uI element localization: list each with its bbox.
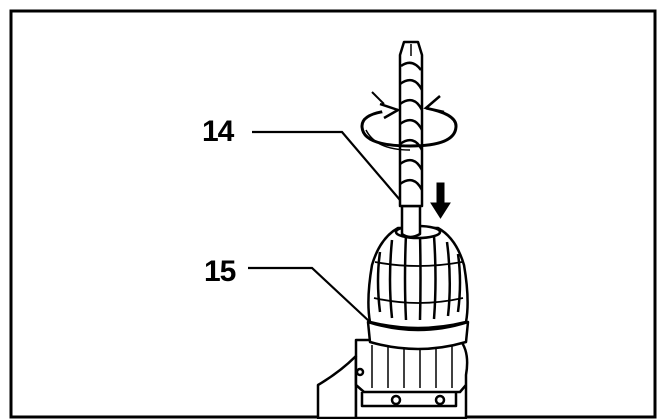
drill-body xyxy=(316,338,469,419)
rotation-arrows-icon xyxy=(360,91,458,151)
drill-bit xyxy=(398,40,424,239)
down-arrow-icon xyxy=(430,182,451,219)
keyless-chuck xyxy=(366,224,470,351)
callout-label-14: 14 xyxy=(202,115,234,148)
leader-line-15 xyxy=(248,266,371,323)
callout-label-15: 15 xyxy=(204,255,236,288)
diagram-border xyxy=(9,9,657,419)
callout-leaders xyxy=(248,130,401,323)
leader-line-14 xyxy=(252,130,401,201)
